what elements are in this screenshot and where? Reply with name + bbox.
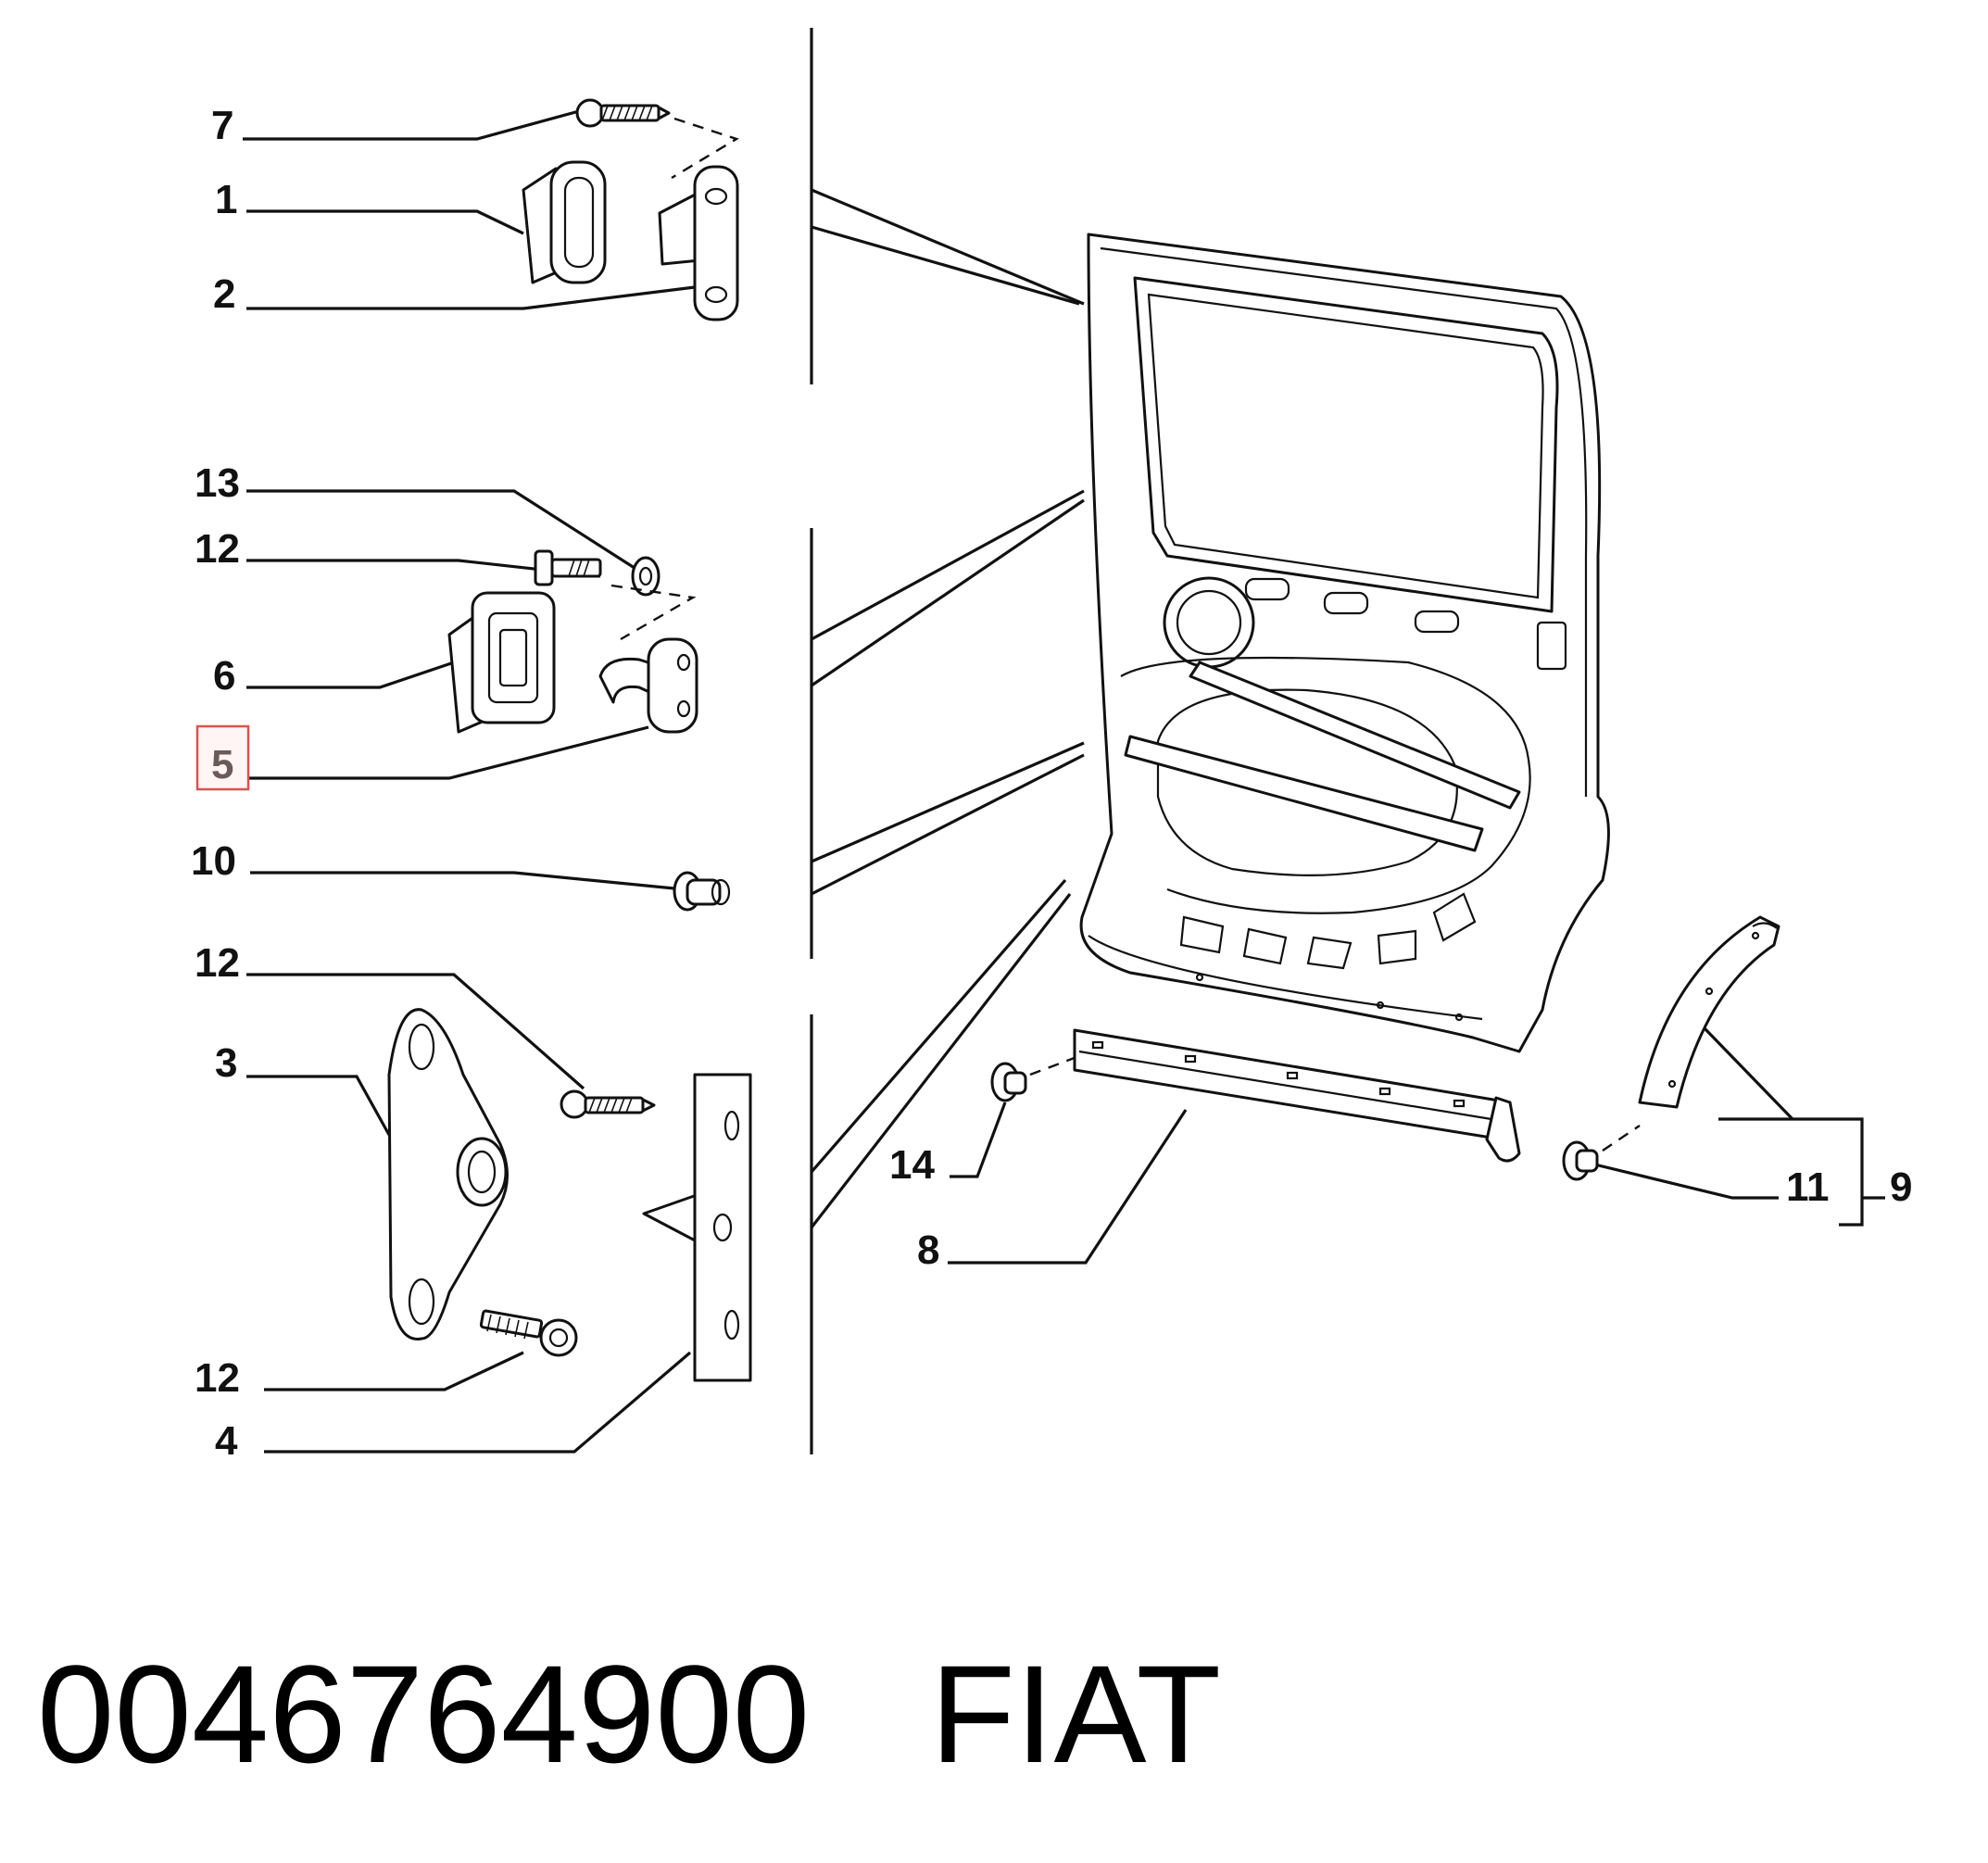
callout-12-upper: 12: [195, 526, 240, 572]
part-12-middle-screw: [560, 1089, 656, 1119]
callout-1: 1: [215, 177, 237, 222]
part-14-clip: [990, 1054, 1080, 1102]
callout-8: 8: [917, 1227, 939, 1273]
part-3-bracket: [387, 1008, 509, 1341]
callout-13: 13: [195, 460, 240, 506]
part-6-buffer: [447, 591, 556, 734]
callout-12-lower: 12: [195, 1355, 240, 1401]
brand-name: FIAT: [930, 1636, 1222, 1792]
callout-labels: 7 1 2 13 12 6 5 10 12 3 12 4 14 8 11 9: [191, 103, 1912, 1464]
part-12-lower-screw: [479, 1309, 578, 1357]
separator-lines: [810, 28, 1085, 1454]
part-2-striker-plate: [658, 165, 739, 321]
callout-7: 7: [211, 103, 233, 148]
part-8-sill-trim: [1073, 1028, 1521, 1163]
part-12-upper-bolt: [534, 549, 697, 641]
callout-10: 10: [191, 838, 236, 884]
callout-9: 9: [1890, 1164, 1912, 1210]
callout-12-middle: 12: [195, 940, 240, 986]
callout-3: 3: [215, 1040, 237, 1086]
part-5-striker: [598, 637, 698, 734]
part-11-clip: [1562, 1125, 1641, 1181]
part-7-screw: [575, 98, 739, 180]
part-4-hinge-plate: [642, 1073, 752, 1382]
door-shell: [1079, 233, 1610, 1053]
callout-6: 6: [213, 653, 235, 699]
callout-14: 14: [889, 1142, 935, 1188]
part-10-plug: [673, 871, 731, 912]
part-1-buffer: [522, 160, 607, 284]
highlight-box-5: [195, 724, 250, 791]
callout-5: 5: [211, 742, 233, 787]
callout-2: 2: [213, 271, 235, 317]
leader-lines: [243, 109, 1885, 1454]
part-number: 0046764900: [37, 1636, 811, 1792]
part-13-washer: [631, 556, 661, 597]
part-9-wheel-arch-trim: [1638, 915, 1780, 1109]
exploded-parts-diagram: 7 1 2 13 12 6 5 10 12 3 12 4 14 8 11 9: [191, 28, 1912, 1464]
part-caption: 0046764900 FIAT: [37, 1630, 1221, 1797]
callout-4: 4: [215, 1418, 238, 1464]
callout-11: 11: [1786, 1164, 1830, 1210]
